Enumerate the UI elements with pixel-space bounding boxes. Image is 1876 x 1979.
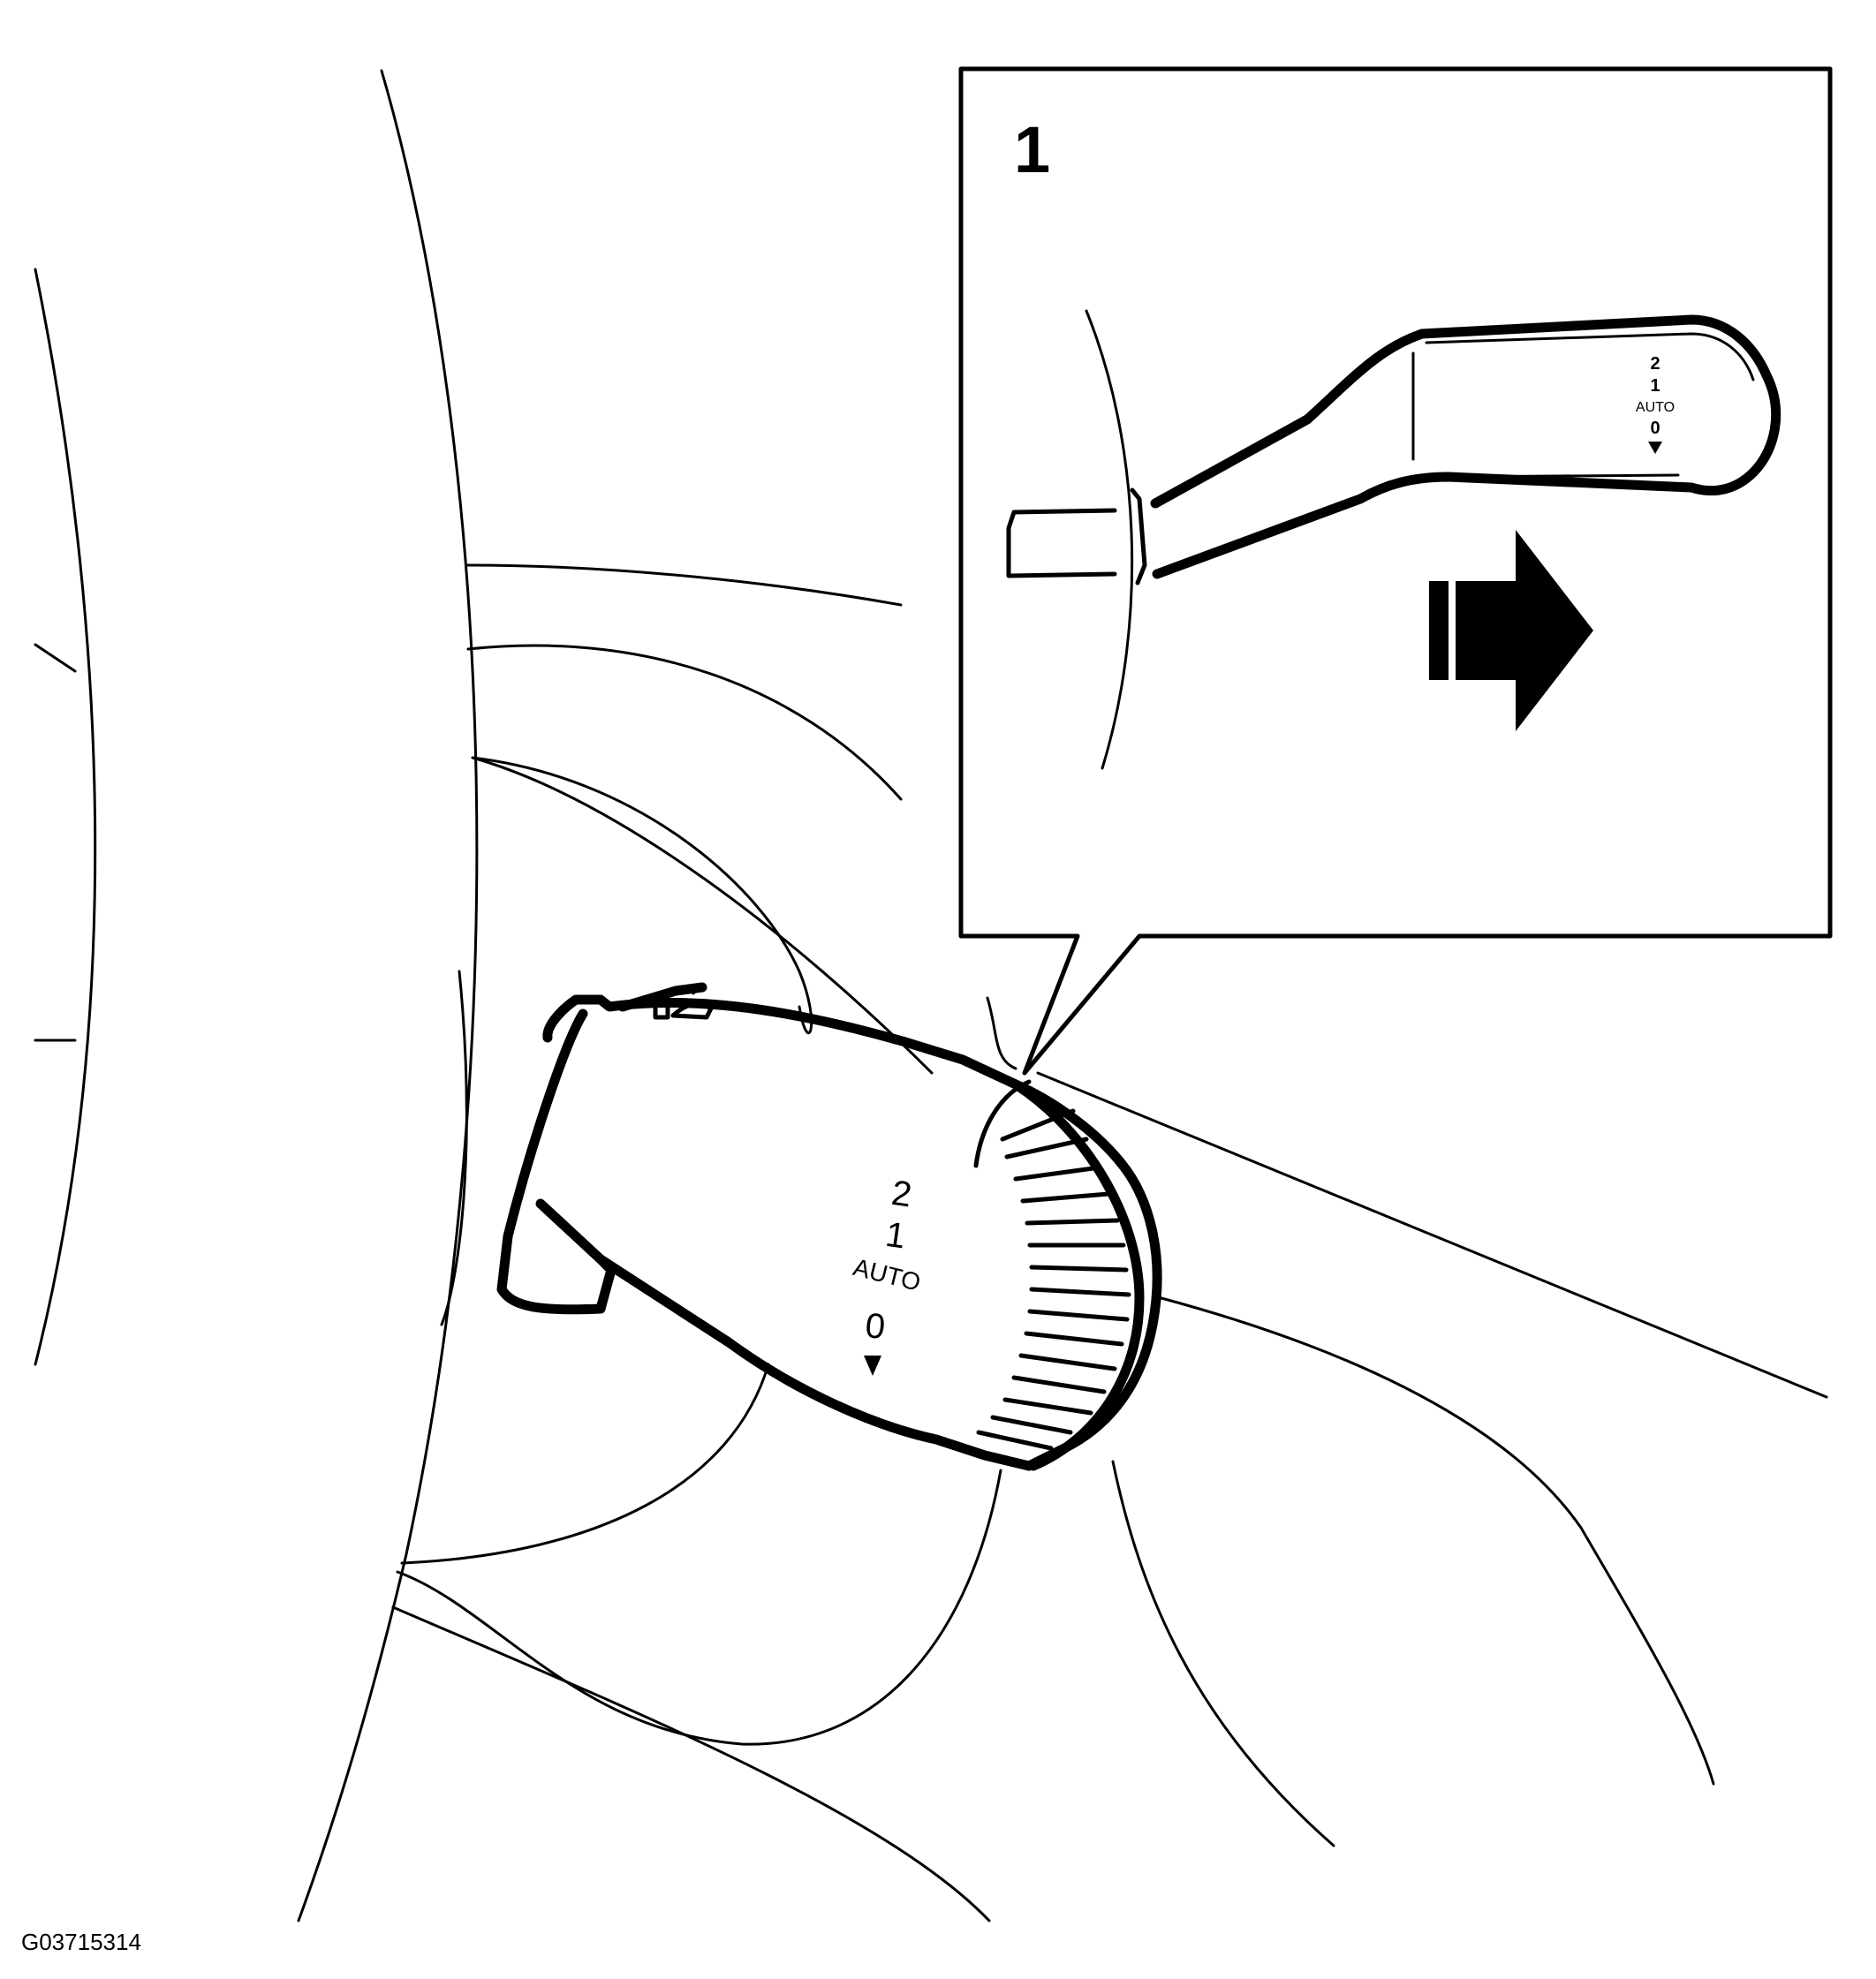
callout-position-0: 0 [1650,419,1660,438]
thumbwheel [976,1079,1145,1471]
callout-stalk [1150,314,1781,579]
callout-position-1: 1 [1650,376,1660,396]
callout-position-2: 2 [1650,354,1660,374]
steering-column-outline [391,563,1828,1922]
main-position-1: 1 [883,1215,908,1257]
windshield-wiper-icon [653,986,714,1020]
main-position-0: 0 [864,1306,888,1347]
figure-id: G03715314 [21,1929,141,1955]
triangle-down-icon [864,1356,881,1376]
callout-number: 1 [1014,113,1050,186]
main-position-auto: AUTO [851,1253,923,1296]
callout-position-auto: AUTO [1636,400,1675,415]
wiper-stalk: 2 1 AUTO 0 [496,982,1162,1471]
arrow-right-icon [1429,530,1593,731]
main-position-2: 2 [889,1174,914,1215]
callout-wheel-arc [1085,309,1134,770]
callout-stalk-base [1006,487,1147,585]
callout-box: 1 2 1 AUTO 0 [958,66,1833,1076]
callout-triangle-down-icon [1648,442,1662,454]
steering-wheel [34,69,479,1922]
